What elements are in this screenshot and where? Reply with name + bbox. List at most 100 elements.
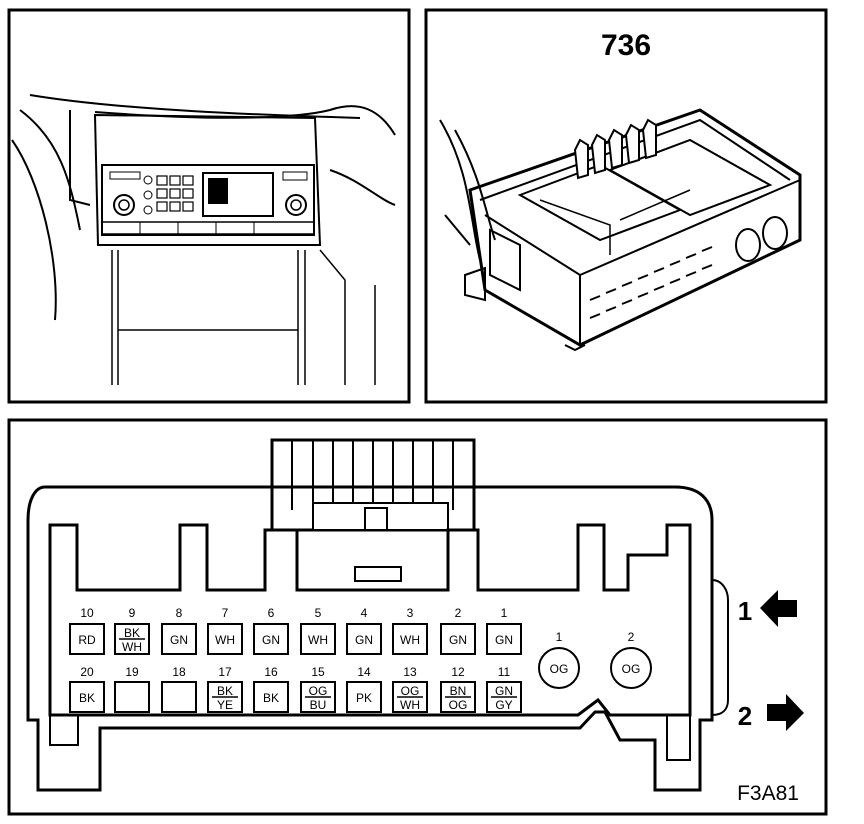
pin-number: 18 (172, 665, 186, 679)
wire-color: PK (356, 691, 372, 705)
panel-connector-3d: 736 (424, 8, 828, 404)
pin-cavity (69, 623, 105, 655)
arrow-1-label: 1 (738, 596, 752, 626)
wire-stripe-color: WH (400, 698, 420, 712)
wire-color: WH (308, 633, 328, 647)
pin-number: 5 (315, 606, 322, 620)
wire-color: GN (449, 633, 467, 647)
pin-6: 6GN (253, 606, 289, 655)
pin-number: 12 (451, 665, 465, 679)
wire-color: WH (215, 633, 235, 647)
pin-4: 4GN (346, 606, 382, 655)
wire-color: GN (170, 633, 188, 647)
figure-code: F3A81 (737, 782, 799, 805)
pin-number: 17 (218, 665, 232, 679)
pin-number: 15 (311, 665, 325, 679)
arrow-1-left: 1 (738, 590, 797, 627)
pin-cavity (161, 623, 197, 655)
wire-color: GN (495, 633, 513, 647)
pin-8: 8GN (161, 606, 197, 655)
wire-color: OG (401, 684, 420, 698)
wire-stripe-color: WH (122, 640, 142, 654)
pin-cavity (161, 681, 197, 713)
wire-color: BK (79, 691, 95, 705)
panel-dashboard (7, 8, 411, 404)
pin-number: 14 (357, 665, 371, 679)
wire-stripe-color: GY (495, 698, 512, 712)
pin-number: 11 (498, 665, 511, 679)
wire-color: OG (309, 684, 328, 698)
wire-color: RD (78, 633, 96, 647)
pin-19: 19 (114, 665, 150, 713)
pin-number: 19 (125, 665, 139, 679)
arrow-2-label: 2 (738, 701, 752, 731)
wire-stripe-color: OG (449, 698, 468, 712)
round-pin-cavity (538, 647, 580, 689)
pin-cavity (253, 623, 289, 655)
arrow-2-right: 2 (738, 694, 804, 731)
pin-number: 10 (80, 606, 94, 620)
pin-number: 6 (268, 606, 275, 620)
locking-latch (270, 438, 476, 532)
round-pin-cavity (610, 647, 652, 689)
pin-cavity (300, 623, 336, 655)
radio-unit (101, 164, 315, 236)
pin-number: 16 (264, 665, 278, 679)
pin-18: 18 (161, 665, 197, 713)
pin-number: 3 (407, 606, 414, 620)
wire-stripe-color: BU (310, 698, 327, 712)
round-pin-group: 1OG 2OG (538, 630, 652, 689)
arrow-left-icon (760, 590, 797, 627)
pin-cavity (69, 681, 105, 713)
pin-cavity (346, 681, 382, 713)
pin-cavity (392, 623, 428, 655)
pin-number: 1 (556, 630, 563, 644)
wire-color: GN (495, 684, 513, 698)
wire-color: OG (622, 662, 641, 676)
pin-2: 2GN (440, 606, 476, 655)
wire-color: GN (262, 633, 280, 647)
pin-5: 5WH (300, 606, 336, 655)
wire-color: OG (550, 662, 569, 676)
wire-stripe-color: YE (217, 698, 233, 712)
pin-3: 3WH (392, 606, 428, 655)
pin-number: 7 (222, 606, 229, 620)
wire-color: BK (263, 691, 279, 705)
pin-number: 9 (129, 606, 136, 620)
wire-color: WH (400, 633, 420, 647)
pin-cavity (253, 681, 289, 713)
pin-cavity (440, 623, 476, 655)
pin-number: 2 (455, 606, 462, 620)
pin-number: 13 (403, 665, 417, 679)
wire-color: BN (450, 684, 467, 698)
connector-number: 736 (601, 29, 651, 62)
pin-cavity (114, 681, 150, 713)
round-pin-1: 1OG (538, 630, 580, 689)
pin-number: 20 (80, 665, 94, 679)
arrow-right-icon (767, 694, 804, 731)
pin-number: 8 (176, 606, 183, 620)
pin-number: 4 (361, 606, 368, 620)
wire-color: GN (355, 633, 373, 647)
wire-color: BK (217, 684, 233, 698)
pin-7: 7WH (207, 606, 243, 655)
pin-cavity (486, 623, 522, 655)
pin-cavity (346, 623, 382, 655)
pin-1: 1GN (486, 606, 522, 655)
pin-cavity (207, 623, 243, 655)
pin-number: 2 (628, 630, 635, 644)
